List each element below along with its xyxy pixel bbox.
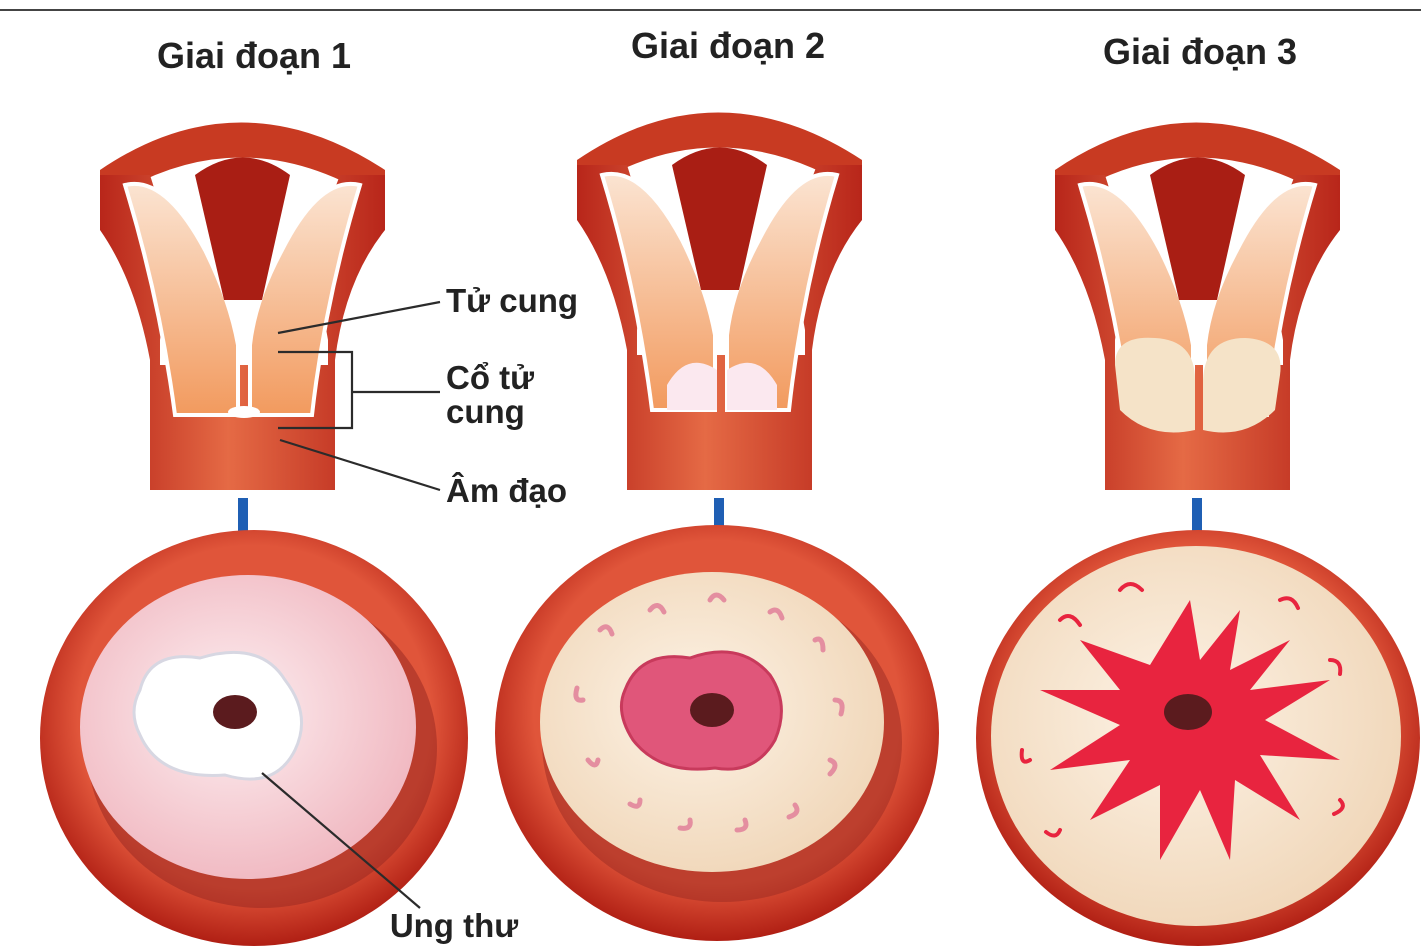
stage-2-title: Giai đoạn 2 (631, 25, 825, 66)
cervix-label-line-2: cung (446, 393, 525, 430)
uterus-illustration-stage-3 (1055, 123, 1340, 491)
stage-1-title: Giai đoạn 1 (157, 35, 351, 76)
cancer-label: Ung thư (390, 907, 518, 944)
cervical-os (690, 693, 734, 727)
stage-3-title: Giai đoạn 3 (1103, 31, 1297, 72)
uterus-illustration-stage-1 (100, 123, 385, 491)
uterus-illustration-stage-2 (577, 113, 862, 491)
cervical-os (213, 695, 257, 729)
cervix-view-stage-2 (495, 525, 939, 941)
cervix-view-stage-3 (976, 530, 1420, 946)
stage-1-os-lesion (228, 406, 260, 418)
cervix-label-line-1: Cổ tử (446, 359, 534, 396)
cervical-os (1164, 694, 1212, 730)
cervix-view-stage-1 (40, 530, 468, 946)
vagina-label: Âm đạo (446, 472, 567, 509)
uterus-label: Tử cung (446, 282, 578, 319)
